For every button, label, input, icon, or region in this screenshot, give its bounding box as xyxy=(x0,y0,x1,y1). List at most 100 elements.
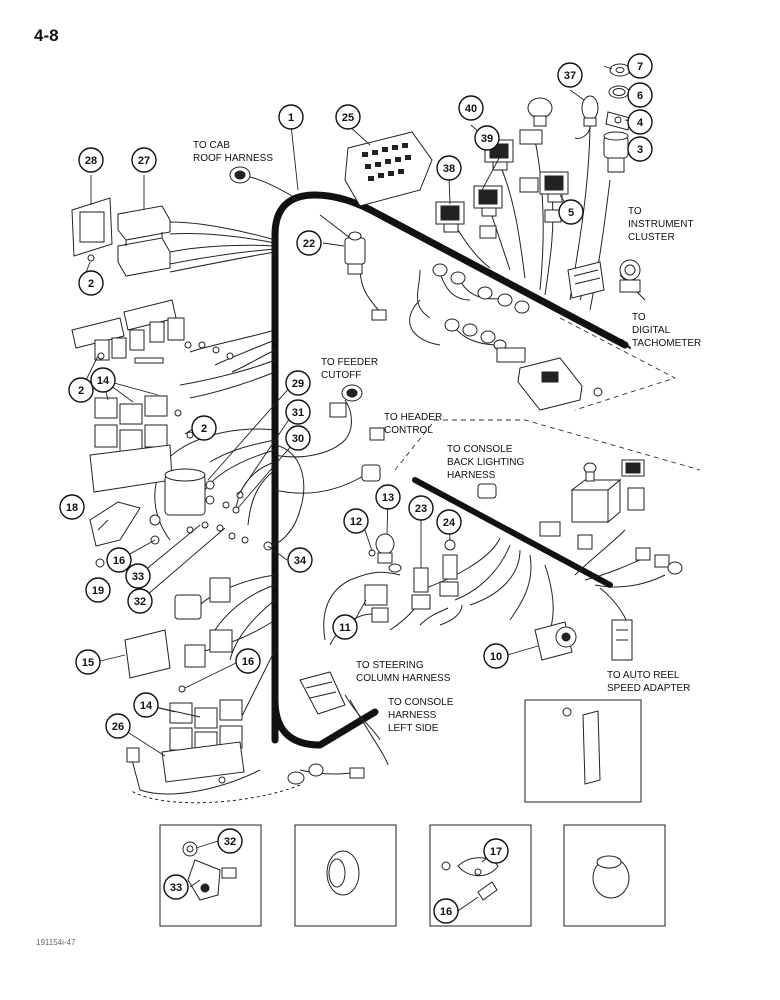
label-instrument-2: INSTRUMENT xyxy=(628,219,694,230)
callout-32: 32 xyxy=(127,588,153,614)
label-console-left-1: TO CONSOLE xyxy=(388,697,454,708)
callout-6: 6 xyxy=(627,82,653,108)
callout-13: 13 xyxy=(375,484,401,510)
screw-19 xyxy=(95,558,105,568)
callout-number: 18 xyxy=(66,502,78,514)
callout-number: 29 xyxy=(292,378,304,390)
callout-number: 14 xyxy=(140,700,153,712)
callout-38: 38 xyxy=(436,155,462,181)
label-console-back-1: TO CONSOLE xyxy=(447,444,513,455)
callout-number: 5 xyxy=(568,207,574,219)
callout-22: 22 xyxy=(296,230,322,256)
switch-cluster-lower-right xyxy=(539,459,683,575)
callout-circle xyxy=(483,838,509,864)
callout-32: 32 xyxy=(217,828,243,854)
label-auto-reel-2: SPEED ADAPTER xyxy=(607,683,690,694)
header-control-connector xyxy=(361,464,381,482)
label-tachometer-3: TACHOMETER xyxy=(632,338,701,349)
left-connector xyxy=(126,747,140,763)
callout-number: 30 xyxy=(292,433,304,445)
label-auto-reel-1: TO AUTO REEL xyxy=(607,670,680,681)
socket-4 xyxy=(605,111,631,131)
callout-number: 13 xyxy=(382,492,394,504)
callout-33: 33 xyxy=(125,563,151,589)
top-sockets xyxy=(479,97,562,239)
callout-number: 37 xyxy=(564,70,576,82)
callout-number: 2 xyxy=(88,278,94,290)
callout-number: 2 xyxy=(78,385,84,397)
callout-31: 31 xyxy=(285,399,311,425)
label-console-back-2: BACK LIGHTING xyxy=(447,457,524,468)
callout-circle xyxy=(436,155,462,181)
callout-circle xyxy=(343,508,369,534)
callout-number: 15 xyxy=(82,657,94,669)
rocker-switch-38 xyxy=(435,201,465,233)
callout-circle xyxy=(627,136,653,162)
washer-6 xyxy=(608,85,630,99)
relay-29 xyxy=(149,468,249,544)
callout-number: 26 xyxy=(112,721,124,733)
callout-number: 23 xyxy=(415,503,427,515)
callout-number: 25 xyxy=(342,112,354,124)
relay-base-26 xyxy=(161,741,245,783)
callout-circle xyxy=(105,713,131,739)
connectors-27 xyxy=(117,205,171,277)
callout-number: 16 xyxy=(242,656,254,668)
console-back-connector xyxy=(477,483,497,499)
inset-boxes xyxy=(159,699,666,927)
callout-1: 1 xyxy=(278,104,304,130)
callout-19: 19 xyxy=(85,577,111,603)
plate-18 xyxy=(89,501,141,547)
diagram-labels: TO CAB ROOF HARNESS TO INSTRUMENT CLUSTE… xyxy=(193,140,701,734)
label-instrument-3: CLUSTER xyxy=(628,232,675,243)
nut-7 xyxy=(609,63,631,77)
callout-circle xyxy=(59,494,85,520)
callout-circle xyxy=(483,643,509,669)
callout-30: 30 xyxy=(285,425,311,451)
callout-circle xyxy=(296,230,322,256)
callout-number: 27 xyxy=(138,155,150,167)
callout-circle xyxy=(474,125,500,151)
label-feeder-1: TO FEEDER xyxy=(321,357,378,368)
callout-number: 14 xyxy=(97,375,110,387)
label-tachometer-1: TO xyxy=(632,312,646,323)
callout-circle xyxy=(558,199,584,225)
switch-22 xyxy=(344,231,366,275)
label-instrument-1: TO xyxy=(628,206,642,217)
thin-wires xyxy=(129,119,666,804)
label-console-left-2: HARNESS xyxy=(388,710,437,721)
connectors-mid-left xyxy=(174,577,233,668)
callout-number: 39 xyxy=(481,133,493,145)
auto-reel-connector xyxy=(611,619,633,661)
callout-16: 16 xyxy=(235,648,261,674)
callout-5: 5 xyxy=(558,199,584,225)
callout-number: 32 xyxy=(224,836,236,848)
label-header-1: TO HEADER xyxy=(384,412,442,423)
callout-number: 3 xyxy=(637,144,643,156)
switch-23 xyxy=(411,567,431,610)
label-steering-1: TO STEERING xyxy=(356,660,424,671)
callout-number: 11 xyxy=(339,622,351,634)
screw-lr xyxy=(593,387,603,397)
callout-10: 10 xyxy=(483,643,509,669)
callout-number: 32 xyxy=(134,596,146,608)
callout-18: 18 xyxy=(59,494,85,520)
callout-circle xyxy=(408,495,434,521)
callout-16: 16 xyxy=(433,898,459,924)
tachometer-connector xyxy=(619,259,641,293)
relay-panel xyxy=(71,299,234,364)
callout-29: 29 xyxy=(285,370,311,396)
callout-number: 1 xyxy=(288,112,294,124)
callout-14: 14 xyxy=(133,692,159,718)
socket-3 xyxy=(603,131,629,173)
callout-number: 33 xyxy=(132,571,144,583)
label-steering-2: COLUMN HARNESS xyxy=(356,673,451,684)
label-console-left-3: LEFT SIDE xyxy=(388,723,439,734)
callout-number: 6 xyxy=(637,90,643,102)
callout-12: 12 xyxy=(343,508,369,534)
cab-roof-connector xyxy=(229,166,251,184)
callout-2: 2 xyxy=(68,377,94,403)
callout-25: 25 xyxy=(335,104,361,130)
